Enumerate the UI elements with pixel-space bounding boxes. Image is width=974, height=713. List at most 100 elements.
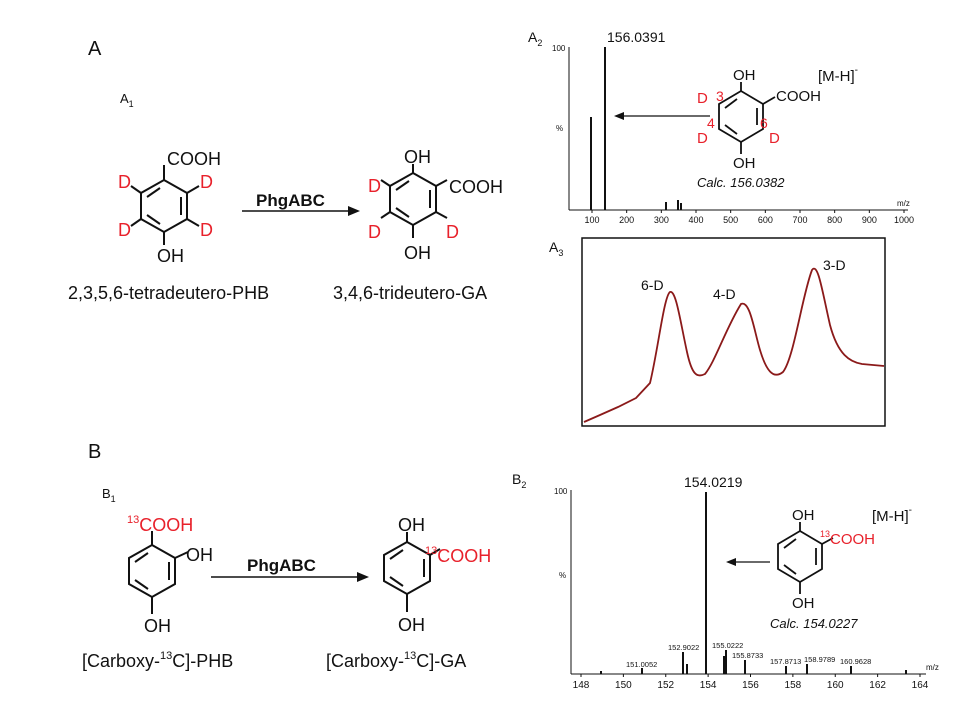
- product-a-d3: D: [446, 222, 459, 242]
- panel-a3-label: A3: [549, 239, 563, 258]
- panel-b1-label: B1: [102, 486, 116, 504]
- ms-a2-tick-label: 1000: [894, 215, 914, 225]
- ms-b2-minor-label-4: 155.8733: [732, 651, 763, 660]
- a2-ion-label: [M-H]-: [818, 65, 858, 85]
- a2-inset-structure: [718, 82, 776, 154]
- ms-a2-tick-label: 700: [792, 215, 807, 225]
- ms-a2-tick-label: 300: [654, 215, 669, 225]
- a3-peak-label-3d: 3-D: [823, 257, 846, 273]
- b2-calc-label: Calc. 154.0227: [770, 616, 858, 631]
- panel-b-letter: B: [88, 441, 101, 463]
- b2-inset-iso-cooh: 13COOH: [820, 529, 875, 548]
- ms-a2-tick-label: 600: [758, 215, 773, 225]
- ms-a2-yunit: %: [556, 124, 563, 133]
- product-a-d1: D: [368, 176, 381, 196]
- ms-b2-tick-label: 148: [573, 680, 590, 691]
- substrate-b-iso-cooh: 13COOH: [127, 514, 193, 535]
- a2-ring-number-6: 6: [760, 115, 768, 131]
- ms-b2-tick-label: 162: [869, 680, 886, 691]
- ms-b2-minor-label-2: 152.9022: [668, 643, 699, 652]
- a2-inset-d3: D: [769, 130, 780, 147]
- ms-b2-ytop: 100: [554, 487, 568, 496]
- ms-b2-axes: [570, 490, 926, 675]
- a2-inset-d2: D: [697, 130, 708, 147]
- ms-b2-xunit: m/z: [926, 663, 939, 672]
- substrate-b-oh-bottom: OH: [144, 616, 171, 636]
- ms-a2-ticks: 100 200 300 400 500 600 700 800 900 1000: [584, 210, 914, 225]
- panel-a2-label: A2: [528, 29, 542, 48]
- a2-inset-oh-top: OH: [733, 67, 756, 84]
- ms-a2-tick-label: 400: [688, 215, 703, 225]
- b2-inset-oh-bottom: OH: [792, 595, 815, 612]
- substrate-a-cooh: COOH: [167, 149, 221, 169]
- panel-a-letter: A: [88, 38, 102, 60]
- ms-b2-minor-label-5: 157.8713: [770, 657, 801, 666]
- panel-a1-label: A1: [120, 91, 134, 109]
- ms-b2-minor-label-1: 151.0052: [626, 660, 657, 669]
- panel-b2-label: B2: [512, 471, 526, 490]
- substrate-a-d2: D: [200, 172, 213, 192]
- b2-pointer-arrowhead: [726, 558, 736, 566]
- arrow-head-b: [357, 572, 369, 582]
- ms-b2-minor-label-6: 158.9789: [804, 655, 835, 664]
- ms-a2-peaks: [590, 47, 682, 210]
- a2-ring-number-3: 3: [716, 88, 724, 104]
- b2-inset-oh-top: OH: [792, 507, 815, 524]
- b2-ion-label: [M-H]-: [872, 505, 912, 525]
- substrate-a-oh: OH: [157, 246, 184, 266]
- a3-peak-label-6d: 6-D: [641, 277, 664, 293]
- product-b-iso-cooh: 13COOH: [425, 545, 491, 566]
- a2-pointer-arrowhead: [614, 112, 624, 120]
- ms-a2-tick-label: 500: [723, 215, 738, 225]
- ms-b2-peaks: [600, 492, 907, 674]
- substrate-structure-b: [128, 531, 189, 614]
- substrate-a-d3: D: [118, 220, 131, 240]
- substrate-a-d4: D: [200, 220, 213, 240]
- ms-b2-tick-label: 152: [657, 680, 674, 691]
- a3-peak-label-4d: 4-D: [713, 286, 736, 302]
- ms-a2-tick-label: 800: [827, 215, 842, 225]
- b2-inset-structure: [777, 522, 834, 594]
- a2-inset-cooh: COOH: [776, 88, 821, 105]
- ms-b2-tick-label: 158: [785, 680, 802, 691]
- product-b-name: [Carboxy-13C]-GA: [326, 650, 466, 671]
- enzyme-label-a: PhgABC: [256, 191, 325, 210]
- arrow-head-a: [348, 206, 360, 216]
- a2-inset-oh-bottom: OH: [733, 155, 756, 172]
- a2-calc-label: Calc. 156.0382: [697, 175, 785, 190]
- enzyme-label-b: PhgABC: [247, 556, 316, 575]
- product-b-oh-top: OH: [398, 515, 425, 535]
- ms-b2-ticks: 148 150 152 154 156 158 160 162 164: [573, 674, 929, 691]
- ms-a2-axes: [568, 47, 908, 211]
- a2-ring-number-4: 4: [707, 115, 715, 131]
- ms-a2-tick-label: 900: [862, 215, 877, 225]
- ms-b2-yunit: %: [559, 571, 566, 580]
- ms-b2-tick-label: 164: [912, 680, 929, 691]
- product-a-name: 3,4,6-trideutero-GA: [333, 283, 487, 303]
- ms-a2-tick-label: 100: [584, 215, 599, 225]
- ms-b2-tick-label: 154: [700, 680, 717, 691]
- substrate-a-d1: D: [118, 172, 131, 192]
- ms-a2-xunit: m/z: [897, 199, 910, 208]
- ms-b2-tick-label: 150: [615, 680, 632, 691]
- ms-b2-minor-label-3: 155.0222: [712, 641, 743, 650]
- a3-chromatogram-trace: [583, 267, 885, 423]
- a2-inset-d1: D: [697, 90, 708, 107]
- product-a-d2: D: [368, 222, 381, 242]
- product-a-oh-bottom: OH: [404, 243, 431, 263]
- product-a-cooh: COOH: [449, 177, 503, 197]
- ms-a2-tick-label: 200: [619, 215, 634, 225]
- substrate-b-oh-right: OH: [186, 545, 213, 565]
- ms-b2-peak-label: 154.0219: [684, 474, 743, 490]
- product-a-oh-top: OH: [404, 147, 431, 167]
- ms-b2-minor-label-7: 160.9628: [840, 657, 871, 666]
- substrate-structure-a: [130, 165, 200, 245]
- substrate-b-name: [Carboxy-13C]-PHB: [82, 650, 233, 671]
- ms-a2-ytop: 100: [552, 44, 566, 53]
- ms-a2-peak-label: 156.0391: [607, 29, 666, 45]
- ms-b2-tick-label: 160: [827, 680, 844, 691]
- substrate-a-name: 2,3,5,6-tetradeutero-PHB: [68, 283, 269, 303]
- ms-b2-tick-label: 156: [742, 680, 759, 691]
